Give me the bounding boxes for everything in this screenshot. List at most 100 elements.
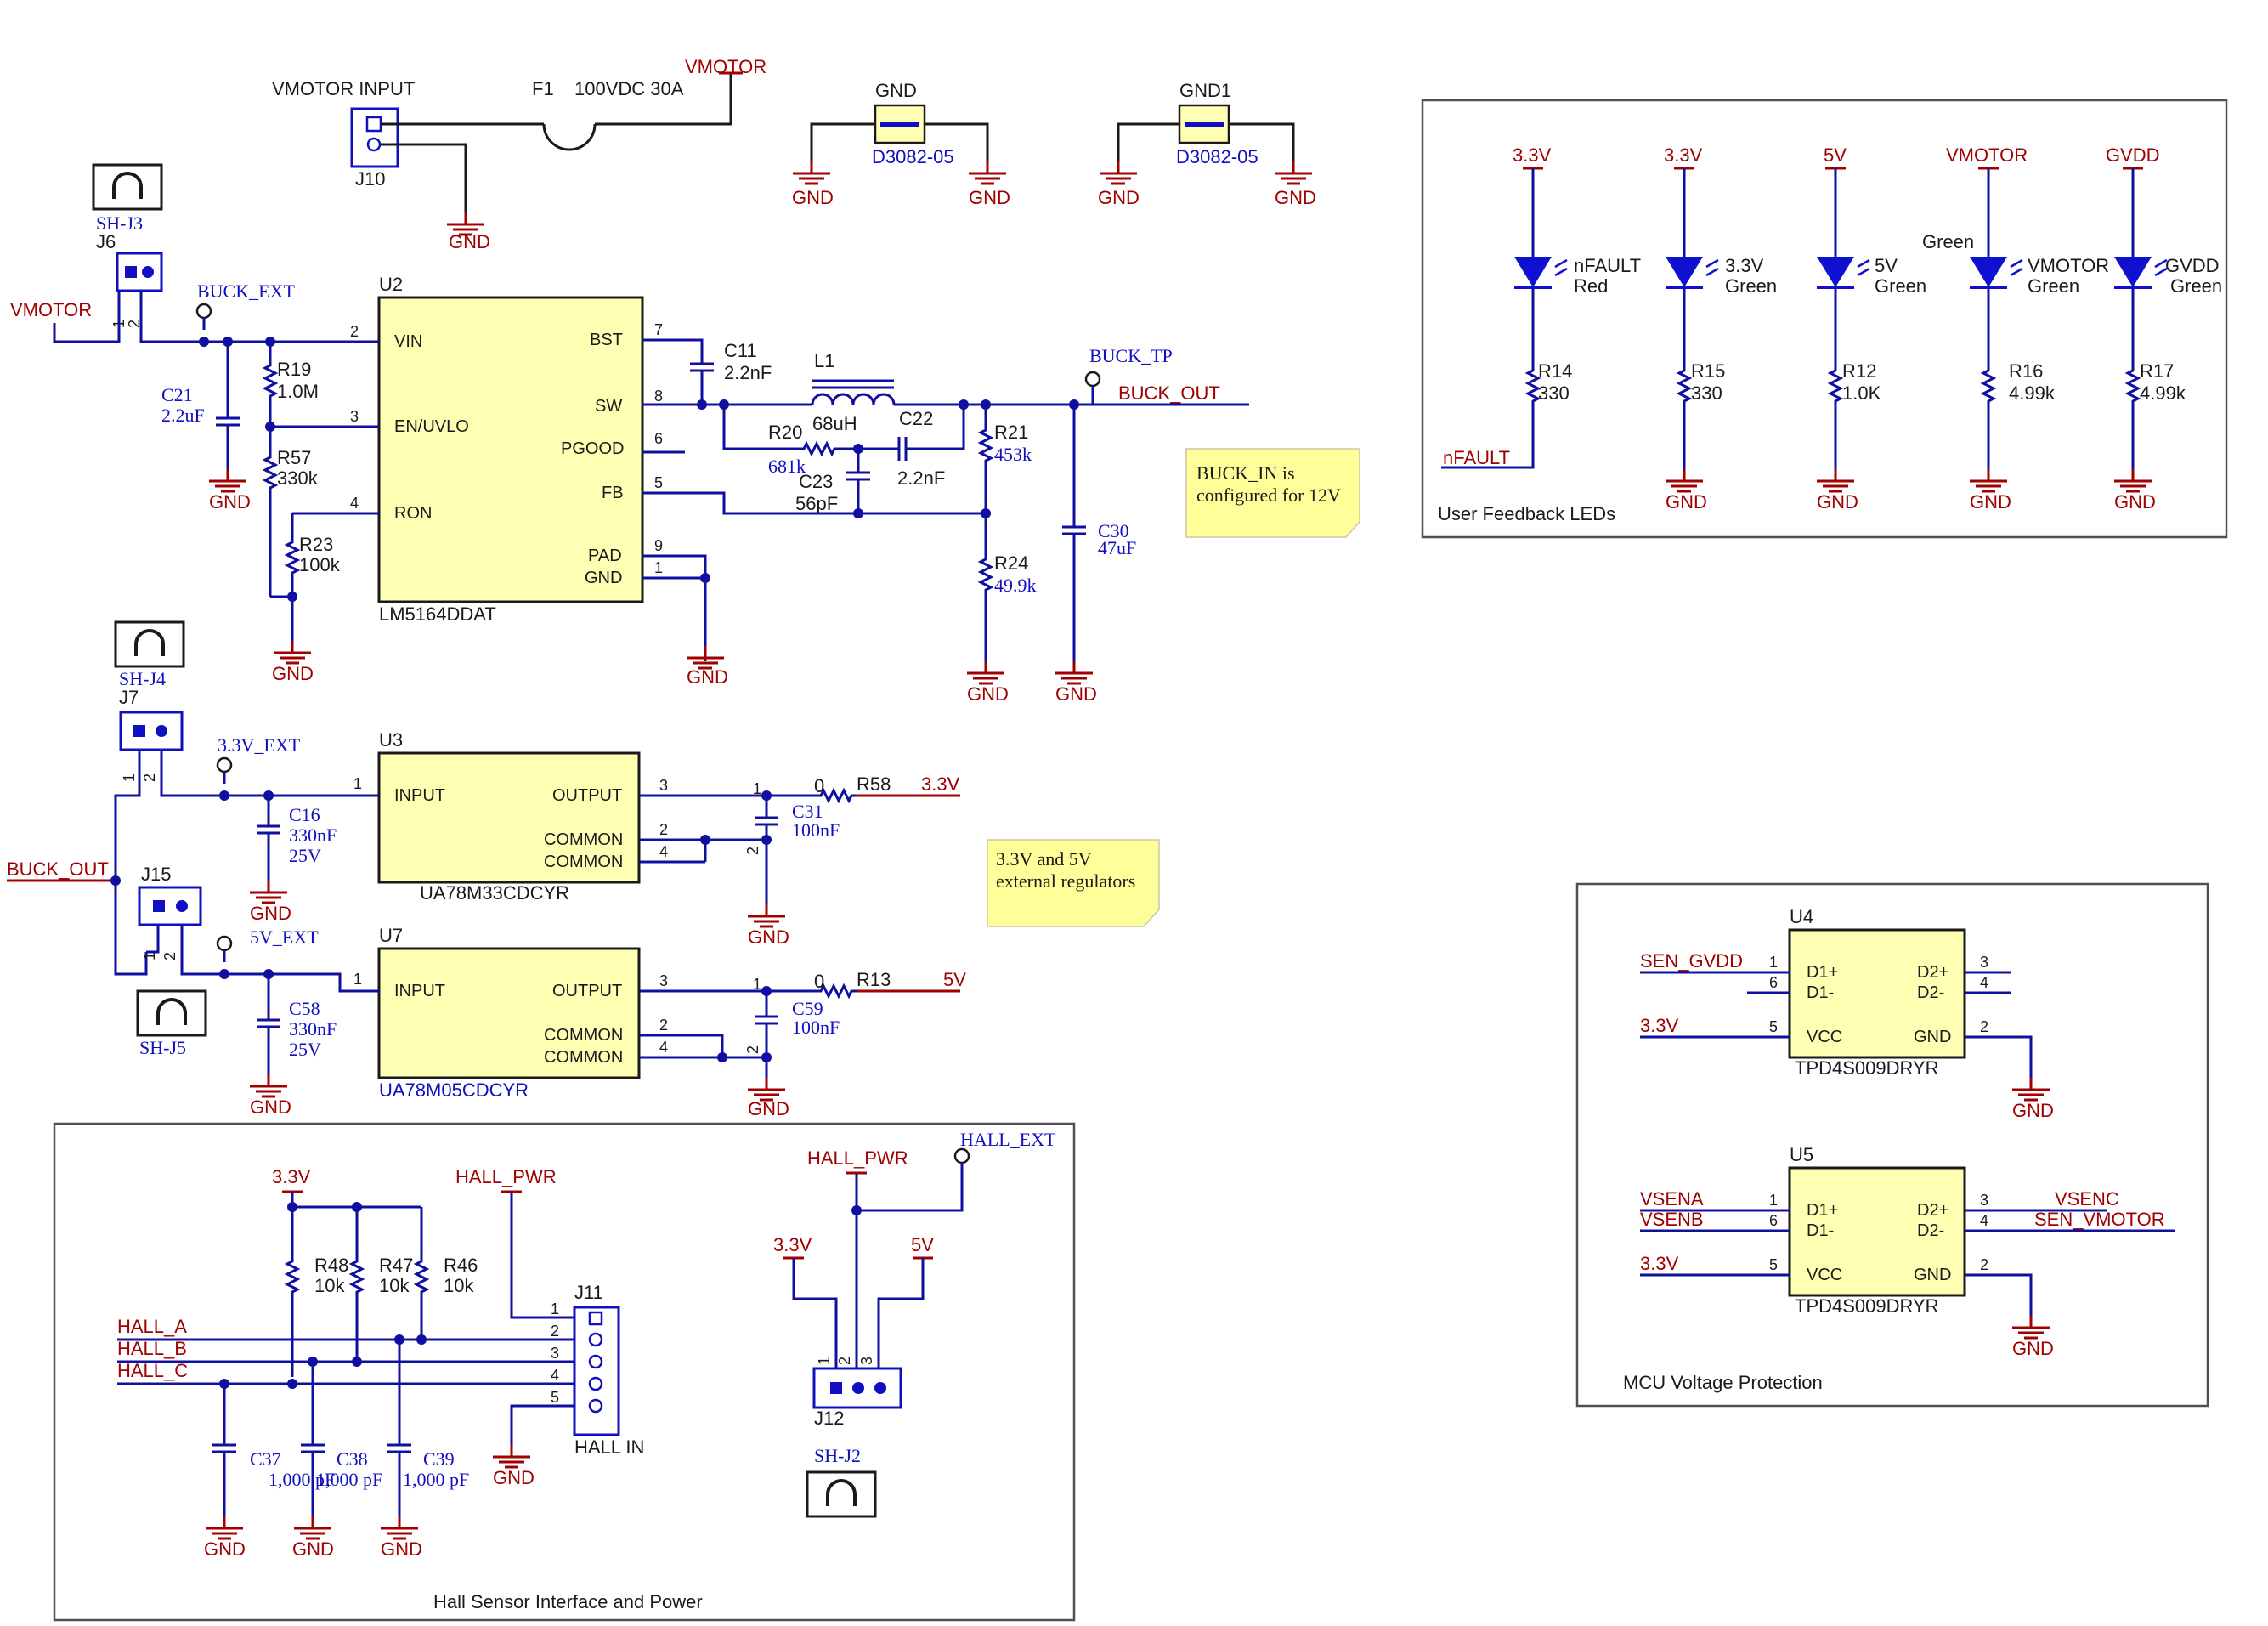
u5-pin: D2- [1917,1221,1944,1240]
c58-voltage: 25V [289,1039,321,1060]
vmotor-input-label: VMOTOR INPUT [272,78,415,99]
led-resistor: R17 [2140,360,2174,382]
sh-j2-label: SH-J2 [814,1445,861,1466]
buck-tp-label: BUCK_TP [1089,345,1173,366]
gnd-label: GND [381,1538,422,1560]
svg-text:4: 4 [1980,974,1988,991]
u4-pin: D2+ [1917,963,1948,982]
u4-pin: GND [1914,1028,1951,1046]
gnd-net-tie-2: GND1 GND GND D3082-05 [1098,80,1316,208]
svg-text:3: 3 [659,972,668,989]
j7-connector [119,711,184,751]
u5-label: U5 [1790,1144,1813,1165]
gnd-net-tie-1: GND GND GND D3082-05 [791,80,1010,208]
c39-value: 1,000 pF [403,1469,469,1490]
u4-pin: D2- [1917,983,1944,1002]
v5-label: 5V [943,969,966,990]
led-rail-label: 3.3V [1513,144,1552,166]
r24-value: 49.9k [994,575,1037,596]
nfault-label: nFAULT [1443,447,1510,468]
r19-label: R19 [277,359,311,380]
r47-value: 10k [379,1275,410,1296]
c16-voltage: 25V [289,845,321,866]
u3-pin-common: COMMON [544,853,623,871]
u4-pin: VCC [1807,1028,1842,1046]
regs-note [987,839,1160,927]
j6-connector [116,252,163,292]
c31-value: 100nF [792,819,840,841]
c59-value: 100nF [792,1017,840,1038]
user-leds-section: User Feedback LEDs 3.3V nFAULT nFAULT Re… [1421,99,2228,539]
u5-pin: GND [1914,1266,1951,1284]
u2-pin-num: 2 [350,323,359,340]
svg-text:3: 3 [1980,954,1988,971]
r21-value: 453k [994,444,1032,465]
r20-value: 681k [768,456,806,477]
svg-text:2: 2 [161,952,178,960]
buck-ext-label: BUCK_EXT [197,280,295,302]
regs-note-line1: 3.3V and 5V [996,848,1092,870]
hall-in-label: HALL IN [574,1436,644,1458]
sh-j3-label: SH-J3 [96,212,143,234]
fuse-f1 [542,123,597,151]
v33-ext-label: 3.3V_EXT [218,734,301,756]
sen-gvdd-label: SEN_GVDD [1640,950,1743,972]
svg-text:2: 2 [744,847,761,855]
svg-text:1: 1 [816,1357,833,1365]
u2-pin-bst: BST [590,331,623,349]
gnd-label: GND [272,663,314,684]
u2-label: U2 [379,274,403,295]
u2-pin-num: 4 [350,495,359,512]
r19-value: 1.0M [277,381,319,402]
gnd-label: GND [449,231,490,252]
u2-pin-en: EN/UVLO [394,417,469,436]
u2-pin-num: 3 [350,408,359,425]
u2-pin-num: 6 [654,430,663,447]
gnd-label: GND [292,1538,334,1560]
v33-label: 3.3V [921,773,960,795]
led-resistor: R16 [2009,360,2043,382]
u2-pin-num: 8 [654,388,663,405]
u2-pin-pgood: PGOOD [561,439,624,458]
svg-text:2: 2 [1980,1256,1988,1273]
svg-text:4: 4 [1980,1212,1988,1229]
r23-value: 100k [299,554,341,575]
r21-label: R21 [994,422,1028,443]
svg-text:2: 2 [141,773,158,782]
c22-label: C22 [899,408,933,429]
c58-label: C58 [289,998,320,1019]
u2-pin-ron: RON [394,504,432,523]
svg-text:2: 2 [551,1323,559,1340]
svg-text:6: 6 [1769,974,1778,991]
mcu-protection-section: MCU Voltage Protection U4 TPD4S009DRYR D… [1575,882,2209,1408]
u7-pin-output: OUTPUT [552,982,622,1000]
r13-label: R13 [857,969,891,990]
u4-ic [1788,928,1966,1059]
led-vmotor: VMOTOR GND Green VMOTOR Green R16 4.99k [1922,144,2109,513]
svg-text:2: 2 [1980,1018,1988,1035]
led-resistor: R15 [1691,360,1725,382]
u5-pin: D1- [1807,1221,1834,1240]
led-resistor-value: 1.0K [1842,382,1881,404]
u2-pin-fb: FB [602,484,624,502]
gnd-label: GND [2114,491,2156,513]
inductor-l1 [811,393,896,405]
led-5v: 5V GND 5V Green R12 1.0K [1815,144,1926,513]
svg-text:6: 6 [1769,1212,1778,1229]
l1-label: L1 [814,350,834,371]
u2-part: LM5164DDAT [379,603,496,625]
u3-label: U3 [379,729,403,751]
led-label: GVDD [2165,255,2220,276]
u4-pin: D1+ [1807,963,1838,982]
gnd-label: GND [1970,491,2011,513]
led-rail-label: VMOTOR [1946,144,2028,166]
buck-out-label: BUCK_OUT [1118,382,1220,404]
u2-pin-vin: VIN [394,332,422,351]
u5-part: TPD4S009DRYR [1795,1295,1939,1317]
leds-title: User Feedback LEDs [1438,503,1615,524]
svg-text:5: 5 [551,1389,559,1406]
gnd-label: GND [204,1538,246,1560]
r57-label: R57 [277,447,311,468]
u3-pin-common: COMMON [544,830,623,849]
